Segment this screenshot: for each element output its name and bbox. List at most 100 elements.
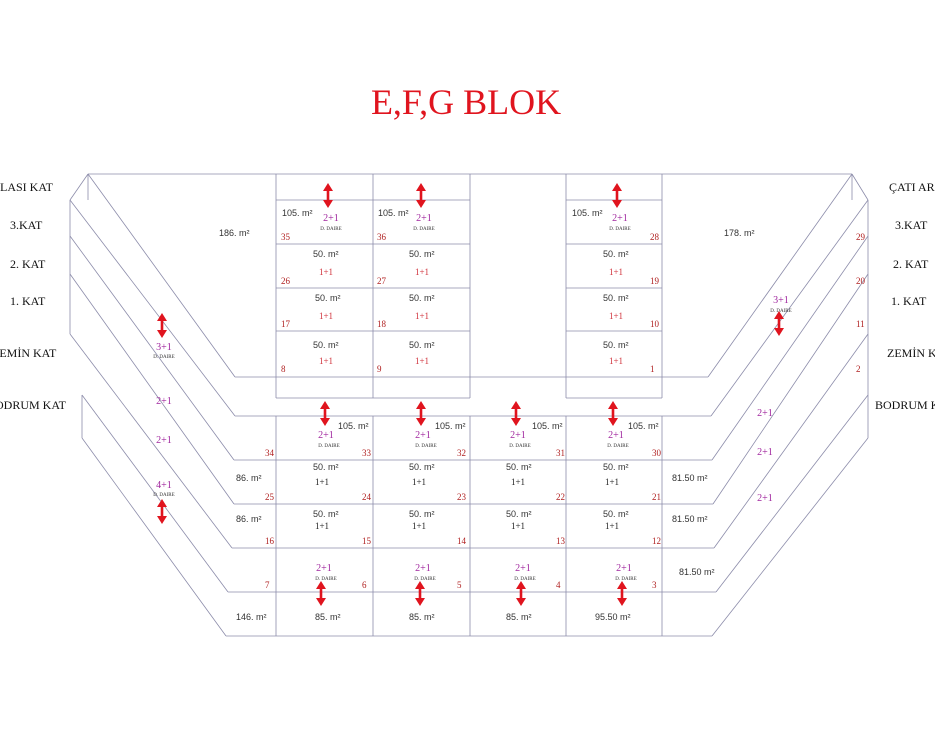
unit-number: 36	[377, 232, 387, 242]
unit-type-label: 1+1	[511, 477, 525, 487]
duplex-label: D. DAIRE	[315, 577, 336, 582]
unit-type-label: 2+1	[316, 563, 332, 574]
unit-type-label: 1+1	[415, 356, 429, 366]
unit-type-label: 4+1	[156, 480, 172, 491]
floor-label-right-ground: ZEMİN K	[887, 346, 935, 360]
unit-type-label: 2+1	[757, 447, 773, 458]
duplex-label: D. DAIRE	[609, 227, 630, 232]
area-label: 81.50 m²	[672, 514, 708, 524]
area-label: 105. m²	[532, 421, 563, 431]
area-label: 50. m²	[506, 509, 532, 519]
unit-number: 23	[457, 492, 467, 502]
unit-type-label: 2+1	[156, 435, 172, 446]
unit-type-label: 1+1	[412, 477, 426, 487]
area-label: 85. m²	[409, 612, 435, 622]
unit-number: 2	[856, 364, 861, 374]
unit-number: 35	[281, 232, 291, 242]
double-arrow-icon	[511, 401, 521, 426]
double-arrow-icon	[320, 401, 330, 426]
floor-label-right-basement: BODRUM K	[875, 398, 935, 412]
duplex-label: D. DAIRE	[320, 227, 341, 232]
unit-number: 14	[457, 536, 467, 546]
floor-label-left-basement: BODRUM KAT	[0, 398, 67, 412]
area-label: 50. m²	[603, 462, 629, 472]
unit-type-label: 1+1	[609, 311, 623, 321]
unit-type-label: 1+1	[605, 477, 619, 487]
unit-type-label: 2+1	[156, 396, 172, 407]
area-label: 81.50 m²	[672, 473, 708, 483]
unit-type-label: 1+1	[319, 311, 333, 321]
double-arrow-icon	[612, 183, 622, 208]
double-arrow-icon	[323, 183, 333, 208]
duplex-label: D. DAIRE	[318, 444, 339, 449]
duplex-label: D. DAIRE	[414, 577, 435, 582]
area-label: 105. m²	[282, 208, 313, 218]
unit-number: 26	[281, 276, 291, 286]
area-label: 105. m²	[378, 208, 409, 218]
unit-type-label: 3+1	[156, 342, 172, 353]
area-label: 85. m²	[506, 612, 532, 622]
duplex-label: D. DAIRE	[615, 577, 636, 582]
unit-type-label: 2+1	[415, 430, 431, 441]
unit-number: 20	[856, 276, 866, 286]
unit-type-label: 1+1	[609, 356, 623, 366]
floor-label-left-2: 2. KAT	[10, 257, 46, 271]
floor-label-right-roof: ÇATI AR	[889, 180, 935, 194]
floor-label-right-2: 2. KAT	[893, 257, 929, 271]
unit-number: 9	[377, 364, 382, 374]
area-label: 95.50 m²	[595, 612, 631, 622]
area-label: 105. m²	[572, 208, 603, 218]
double-arrow-icon	[774, 311, 784, 336]
unit-type-label: 2+1	[757, 493, 773, 504]
structure-lines	[69, 173, 869, 637]
double-arrow-icon	[516, 581, 526, 606]
area-label: 50. m²	[409, 293, 435, 303]
unit-number: 19	[650, 276, 660, 286]
area-label: 105. m²	[435, 421, 466, 431]
duplex-labels: D. DAIRE D. DAIRE D. DAIRE D. DAIRE D. D…	[153, 227, 791, 582]
area-label: 50. m²	[603, 293, 629, 303]
unit-number: 29	[856, 232, 866, 242]
unit-number: 25	[265, 492, 275, 502]
unit-type-label: 2+1	[608, 430, 624, 441]
unit-number: 15	[362, 536, 372, 546]
unit-number: 3	[652, 580, 657, 590]
floor-label-left-ground: ZEMİN KAT	[0, 346, 57, 360]
double-arrow-icon	[415, 581, 425, 606]
area-label: 50. m²	[313, 249, 339, 259]
unit-type-label: 3+1	[773, 295, 789, 306]
area-labels: 186. m² 178. m² 105. m² 105. m² 105. m² …	[219, 208, 755, 622]
area-label: 50. m²	[313, 340, 339, 350]
unit-type-labels: 2+1 2+1 2+1 1+1 1+1 1+1 1+1 1+1 1+1 1+1 …	[156, 213, 789, 574]
area-label: 105. m²	[628, 421, 659, 431]
unit-numbers: 35 36 28 29 26 27 19 20 17 18 10 11 8 9 …	[265, 232, 866, 590]
unit-number: 24	[362, 492, 372, 502]
unit-number: 30	[652, 448, 662, 458]
double-arrow-icon	[157, 499, 167, 524]
duplex-label: D. DAIRE	[415, 444, 436, 449]
area-label: 146. m²	[236, 612, 267, 622]
unit-type-label: 1+1	[415, 311, 429, 321]
area-label: 50. m²	[409, 249, 435, 259]
unit-type-label: 2+1	[612, 213, 628, 224]
area-label: 81.50 m²	[679, 567, 715, 577]
area-label: 50. m²	[409, 340, 435, 350]
area-label: 50. m²	[506, 462, 532, 472]
duplex-label: D. DAIRE	[770, 309, 791, 314]
unit-number: 22	[556, 492, 565, 502]
unit-type-label: 2+1	[757, 408, 773, 419]
duplex-label: D. DAIRE	[413, 227, 434, 232]
unit-type-label: 2+1	[318, 430, 334, 441]
unit-number: 8	[281, 364, 286, 374]
area-label: 86. m²	[236, 514, 262, 524]
area-label: 86. m²	[236, 473, 262, 483]
floor-label-left-1: 1. KAT	[10, 294, 46, 308]
unit-type-label: 1+1	[412, 521, 426, 531]
unit-type-label: 1+1	[315, 477, 329, 487]
area-label: 186. m²	[219, 228, 250, 238]
double-arrow-icon	[416, 183, 426, 208]
unit-number: 5	[457, 580, 462, 590]
double-arrow-icon	[316, 581, 326, 606]
unit-type-label: 2+1	[416, 213, 432, 224]
area-label: 85. m²	[315, 612, 341, 622]
